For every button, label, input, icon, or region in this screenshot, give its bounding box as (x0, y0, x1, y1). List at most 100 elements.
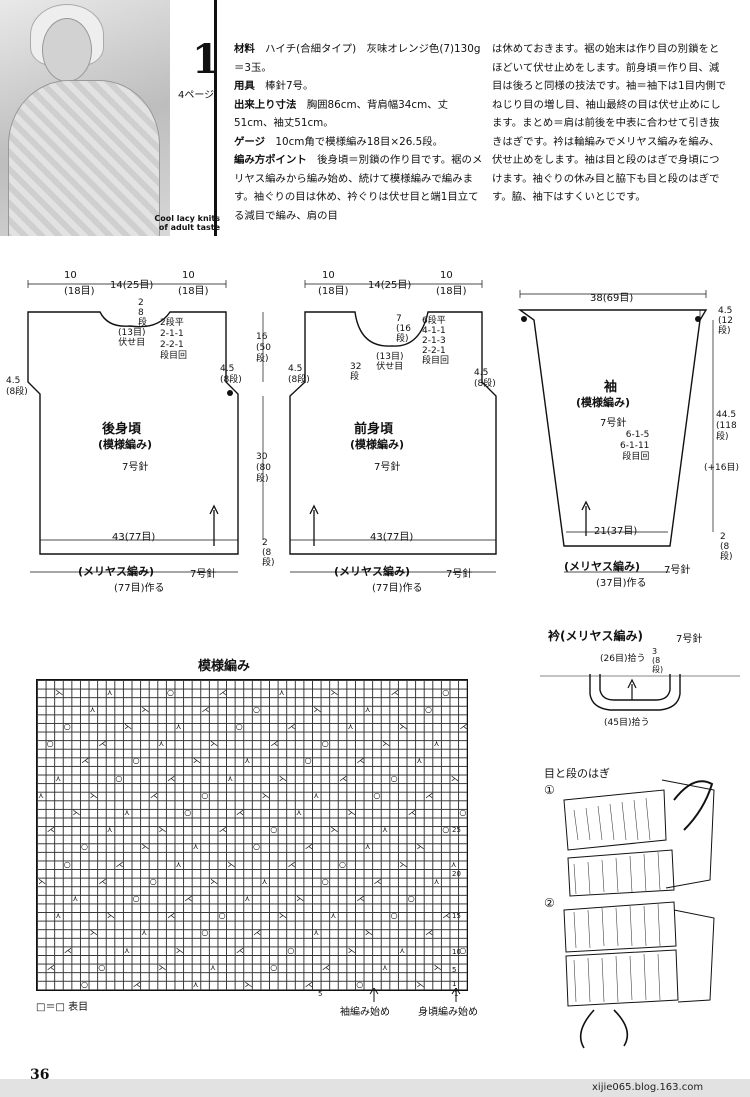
chart-symbol: ⋋ (296, 894, 304, 903)
chart-symbol: ⋏ (38, 790, 44, 800)
back-top-right-st: (18目) (178, 286, 209, 297)
page-reference: 4ページ (178, 90, 215, 101)
chart-symbol: ⋏ (210, 962, 216, 972)
chart-symbol: ○ (149, 876, 157, 886)
back-title: 後身頃 (102, 422, 142, 437)
front-neck-rows: 7 (16 段) (396, 314, 411, 344)
chart-legend: □＝□ 表目 (36, 1002, 89, 1013)
chart-symbol: ⋌ (98, 876, 107, 886)
chart-symbol: ○ (270, 825, 278, 835)
row-label-25: 25 (452, 826, 461, 834)
chart-symbol: ⋏ (192, 980, 199, 989)
chart-symbol: ⋋ (124, 722, 132, 731)
chart-symbol: ⋌ (167, 773, 175, 783)
chart-symbol: ○ (425, 704, 432, 714)
chart-symbol: ⋋ (55, 687, 64, 697)
chart-symbol: ⋋ (210, 739, 218, 749)
chart-symbol: ⋏ (416, 756, 423, 766)
chart-symbol: ○ (218, 911, 226, 921)
chart-symbol: ⋌ (304, 980, 313, 989)
row-label-5: 5 (452, 966, 457, 974)
site-url: xijie065.blog.163.com (592, 1082, 704, 1093)
chart-symbol: ⋋ (141, 704, 150, 714)
chart-symbol: ⋌ (270, 739, 279, 749)
chart-symbol: ○ (390, 911, 398, 921)
front-cast-on: (77目)作る (372, 583, 423, 594)
chart-symbol: ⋏ (313, 790, 320, 800)
chart-symbol: ⋏ (313, 928, 320, 938)
front-width: 43(77目) (370, 532, 414, 543)
chart-symbol: ⋌ (218, 825, 227, 835)
chart-symbol: ⋋ (227, 859, 236, 869)
back-top-left: 10 (64, 270, 77, 281)
back-top-left-st: (18目) (64, 286, 95, 297)
chart-symbol: ⋏ (433, 876, 440, 886)
chart-symbol: ⋏ (106, 825, 113, 835)
chart-symbol: ⋌ (235, 945, 244, 955)
chart-symbol: ⋏ (244, 756, 251, 766)
row-label-20: 20 (452, 870, 461, 878)
chart-symbol: ○ (253, 704, 260, 714)
chart-symbol: ⋋ (347, 945, 356, 955)
chart-symbol: ○ (63, 722, 71, 731)
chart-symbol: ○ (321, 876, 329, 886)
chart-symbol: ⋏ (158, 739, 165, 749)
back-body-length: 30 (80 段) (256, 452, 271, 484)
back-side-right: 4.5 (8段) (220, 364, 242, 385)
chart-symbol: ⋋ (72, 808, 81, 817)
chart-symbol: ○ (373, 790, 381, 800)
chart-symbol: ⋋ (278, 911, 287, 921)
page-number: 36 (30, 1067, 50, 1083)
back-width: 43(77目) (112, 532, 156, 543)
chart-symbol: ⋌ (287, 722, 296, 731)
back-cast-on: (77目)作る (114, 583, 165, 594)
back-outline (27, 311, 239, 555)
chart-symbol: ⋋ (141, 842, 150, 852)
row-label-1: 1 (452, 980, 457, 988)
chart-symbol: ○ (132, 894, 140, 903)
front-neck-bindoff: (13目) 伏せ目 (376, 352, 404, 372)
front-hem: (メリヤス編み) (334, 565, 411, 578)
chart-symbol: ⋌ (442, 911, 451, 921)
chart-symbol: ⋋ (192, 756, 201, 766)
chart-symbol: ○ (321, 739, 329, 749)
collar-rows: 3 (8 段) (652, 647, 664, 674)
sleeve-outline (517, 309, 708, 547)
back-hem: (メリヤス編み) (78, 565, 155, 578)
chart-symbol: ⋌ (339, 773, 347, 783)
chart-symbol: ⋌ (356, 756, 365, 766)
front-side-right: 4.5 (8段) (474, 368, 496, 389)
gauge-label: ゲージ (234, 135, 265, 148)
gauge-text: 10cm角で模様編み18目×26.5段。 (275, 135, 443, 148)
sleeve-hem-needle: 7号針 (664, 565, 691, 576)
chart-symbol: ⋌ (373, 876, 382, 886)
collar-diagram (540, 674, 740, 711)
chart-symbol: ○ (235, 722, 243, 731)
col-label-5: 5 (318, 990, 323, 998)
chart-symbol: ⋏ (55, 773, 62, 783)
back-subtitle: (模様編み) (98, 438, 153, 451)
chart-symbol: ○ (201, 790, 209, 800)
points-label: 編み方ポイント (234, 154, 307, 166)
sleeve-subtitle: (模様編み) (576, 396, 631, 409)
chart-symbol: ⋋ (416, 980, 425, 989)
chart-symbol: ⋋ (313, 704, 322, 714)
chart-symbol: ⋌ (46, 962, 55, 972)
sleeve-hem: (メリヤス編み) (564, 560, 641, 573)
chart-symbol: ○ (115, 773, 123, 783)
chart-symbol: ○ (270, 962, 278, 972)
sleeve-cap: 4.5 (12 段) (718, 306, 733, 336)
chart-symbol: ⋏ (364, 704, 371, 714)
chart-symbol: ○ (201, 928, 209, 938)
chart-symbol: ○ (63, 859, 71, 869)
joining-illustration (563, 779, 715, 1049)
chart-symbol: ⋏ (55, 911, 62, 921)
chart-symbol: ○ (167, 687, 174, 697)
size-label: 出来上り寸法 (234, 98, 297, 111)
chart-symbol: ⋋ (106, 911, 115, 921)
chart-symbol: ○ (407, 894, 415, 903)
yarn-label: 材料 (234, 43, 255, 55)
chart-symbol: ⋋ (399, 722, 408, 731)
front-top-right: 10 (440, 270, 453, 281)
chart-symbol: ⋋ (450, 773, 459, 783)
